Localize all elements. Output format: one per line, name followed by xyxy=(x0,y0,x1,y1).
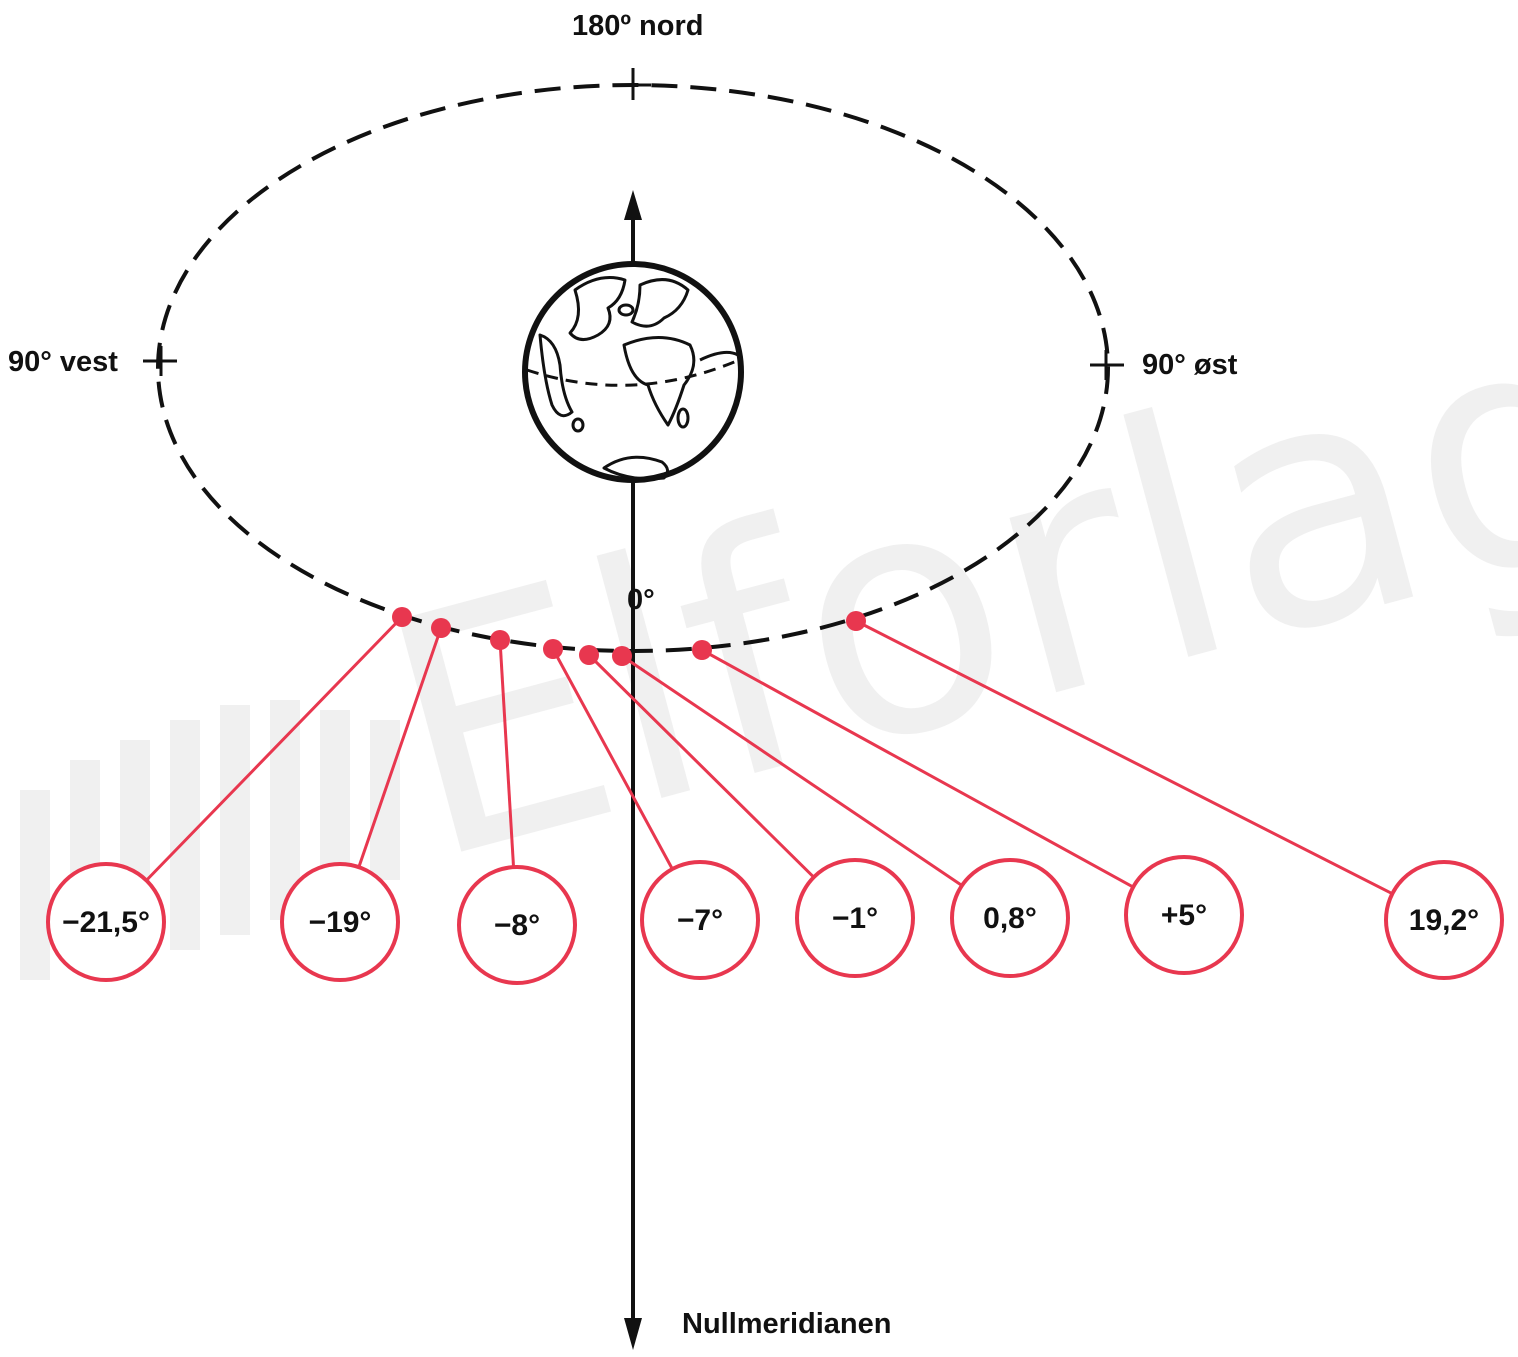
satellite-dot xyxy=(846,611,866,631)
satellite-dot xyxy=(612,646,632,666)
satellite-dot xyxy=(392,607,412,627)
position-label: −7° xyxy=(677,904,723,937)
position-bubble-circle xyxy=(1384,860,1504,980)
position-label: −21,5° xyxy=(62,906,150,939)
connector-line xyxy=(855,619,1393,896)
watermark-logo-dots xyxy=(20,700,400,980)
position-label: −8° xyxy=(494,909,540,942)
position-bubble: 19,2° xyxy=(1384,860,1504,980)
west-label: 90° vest xyxy=(8,346,118,378)
position-bubble: −1° xyxy=(795,858,915,978)
position-label: −1° xyxy=(832,902,878,935)
watermark: Elforlaget xyxy=(20,153,1518,980)
east-label: 90° øst xyxy=(1142,349,1238,381)
north-label: 180º nord xyxy=(572,10,703,42)
connector-line xyxy=(498,639,516,868)
globe-icon xyxy=(522,261,744,483)
position-bubbles: −21,5° −19° −8° −7° −1° 0,8° +5° 19,2° xyxy=(46,855,1504,985)
position-bubble: −21,5° xyxy=(46,862,166,982)
position-bubble-circle xyxy=(795,858,915,978)
connector-line xyxy=(551,648,674,870)
satellite-dot xyxy=(490,630,510,650)
meridian-label: Nullmeridianen xyxy=(682,1308,892,1340)
position-label: −19° xyxy=(309,906,372,939)
position-bubble: −7° xyxy=(640,860,760,980)
position-bubble-circle xyxy=(1124,855,1244,975)
position-bubble-circle xyxy=(457,865,577,985)
satellite-dot xyxy=(579,645,599,665)
satellite-dot xyxy=(692,640,712,660)
connector-lines xyxy=(145,615,1393,896)
connector-line xyxy=(357,627,443,868)
connector-line xyxy=(621,654,963,887)
north-arrow xyxy=(624,190,642,264)
meridian-arrow xyxy=(624,482,642,1350)
position-label: 0,8° xyxy=(983,902,1037,935)
position-bubble-circle xyxy=(46,862,166,982)
position-label: 19,2° xyxy=(1409,904,1479,937)
position-bubble-circle xyxy=(640,860,760,980)
position-bubble: −8° xyxy=(457,865,577,985)
connector-line xyxy=(145,615,404,882)
connector-line xyxy=(587,653,815,879)
position-bubble: +5° xyxy=(1124,855,1244,975)
position-bubble-circle xyxy=(280,862,400,982)
position-bubble: −19° xyxy=(280,862,400,982)
position-bubble-circle xyxy=(950,858,1070,978)
satellite-dot xyxy=(431,618,451,638)
zero-label: 0° xyxy=(627,584,655,616)
satellite-dot xyxy=(543,639,563,659)
watermark-text: Elforlaget xyxy=(351,153,1518,935)
position-bubble: 0,8° xyxy=(950,858,1070,978)
orbit-ticks xyxy=(143,68,1124,380)
satellite-markers xyxy=(392,607,866,666)
connector-line xyxy=(701,648,1134,889)
position-label: +5° xyxy=(1161,899,1207,932)
